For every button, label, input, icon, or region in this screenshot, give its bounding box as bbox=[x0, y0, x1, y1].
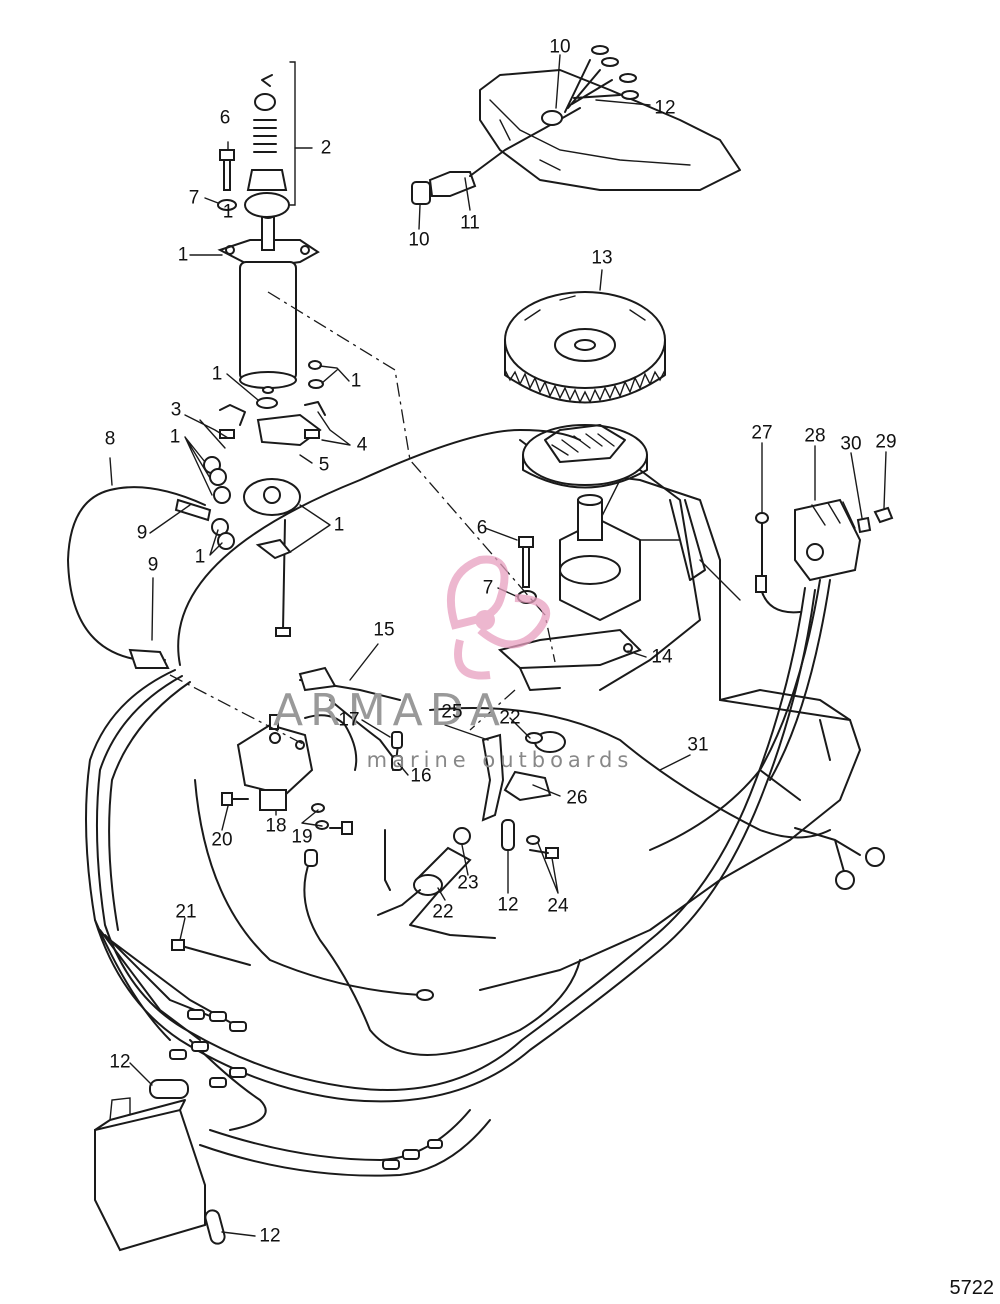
leader-lines bbox=[109, 54, 887, 1237]
watermark-tagline: marine outboards bbox=[366, 748, 634, 772]
flywheel bbox=[504, 291, 666, 404]
callout-label: 1 bbox=[169, 426, 181, 448]
crankshaft bbox=[559, 494, 621, 585]
callout-label: 28 bbox=[804, 425, 826, 447]
callout-label: 1 bbox=[177, 244, 189, 266]
callout-label: 7 bbox=[188, 187, 200, 209]
callout-label: 26 bbox=[566, 787, 588, 809]
callout-label: 29 bbox=[875, 431, 897, 453]
stator bbox=[522, 424, 648, 489]
callout-label: 13 bbox=[591, 247, 613, 269]
mount-bolts bbox=[221, 792, 353, 835]
callout-label: 31 bbox=[687, 734, 709, 756]
callout-label: 4 bbox=[356, 434, 368, 456]
callout-label: 9 bbox=[147, 554, 159, 576]
callout-label: 22 bbox=[499, 707, 521, 729]
callout-label: 10 bbox=[549, 36, 571, 58]
callout-label: 23 bbox=[457, 872, 479, 894]
callout-label: 1 bbox=[211, 363, 223, 385]
callout-label: 8 bbox=[104, 428, 116, 450]
propeller-logo-icon bbox=[446, 555, 551, 680]
bolt-6-top bbox=[217, 149, 237, 211]
switch-box bbox=[94, 1079, 226, 1252]
callout-label: 21 bbox=[175, 901, 197, 923]
callout-label: 2 bbox=[320, 137, 332, 159]
callout-label: 10 bbox=[408, 229, 430, 251]
starter-motor bbox=[217, 211, 320, 394]
callout-label: 25 bbox=[441, 701, 463, 723]
figure-number: 5722 bbox=[949, 1277, 995, 1299]
reference-lines bbox=[169, 291, 556, 746]
callout-label: 27 bbox=[751, 422, 773, 444]
starter-solenoid bbox=[236, 714, 314, 811]
callout-label: 20 bbox=[211, 829, 233, 851]
callout-label: 12 bbox=[109, 1051, 131, 1073]
top-cowl bbox=[479, 69, 741, 191]
trigger-plate bbox=[497, 628, 642, 691]
bolt-6-center bbox=[517, 536, 537, 604]
callout-label: 19 bbox=[291, 826, 313, 848]
callout-label: 14 bbox=[651, 646, 673, 668]
callout-label: 9 bbox=[136, 522, 148, 544]
callout-label: 24 bbox=[547, 895, 569, 917]
callout-label: 1 bbox=[222, 201, 234, 223]
callout-label: 11 bbox=[460, 212, 480, 234]
callout-label: 12 bbox=[259, 1225, 281, 1247]
callout-label: 6 bbox=[219, 107, 231, 129]
callout-label: 3 bbox=[170, 399, 182, 421]
callout-label: 5 bbox=[318, 454, 330, 476]
callout-label: 6 bbox=[476, 517, 488, 539]
callout-label: 7 bbox=[482, 577, 494, 599]
callout-label: 1 bbox=[350, 370, 362, 392]
callout-label: 15 bbox=[373, 619, 395, 641]
choke-solenoid bbox=[377, 827, 496, 939]
wiring-harness bbox=[67, 429, 885, 1177]
key-switch bbox=[411, 45, 639, 205]
callout-label: 22 bbox=[432, 901, 454, 923]
callout-label: 1 bbox=[333, 514, 345, 536]
brush-plate bbox=[203, 360, 326, 637]
callout-label: 1 bbox=[194, 546, 206, 568]
callout-label: 16 bbox=[410, 765, 432, 787]
callout-label: 17 bbox=[338, 709, 360, 731]
callout-label: 12 bbox=[497, 894, 519, 916]
rectifier bbox=[755, 498, 894, 593]
callout-label: 18 bbox=[265, 815, 287, 837]
pinion-assembly bbox=[244, 61, 296, 218]
choke-bracket bbox=[481, 731, 566, 859]
callout-label: 30 bbox=[840, 433, 862, 455]
callout-label: 12 bbox=[654, 97, 676, 119]
